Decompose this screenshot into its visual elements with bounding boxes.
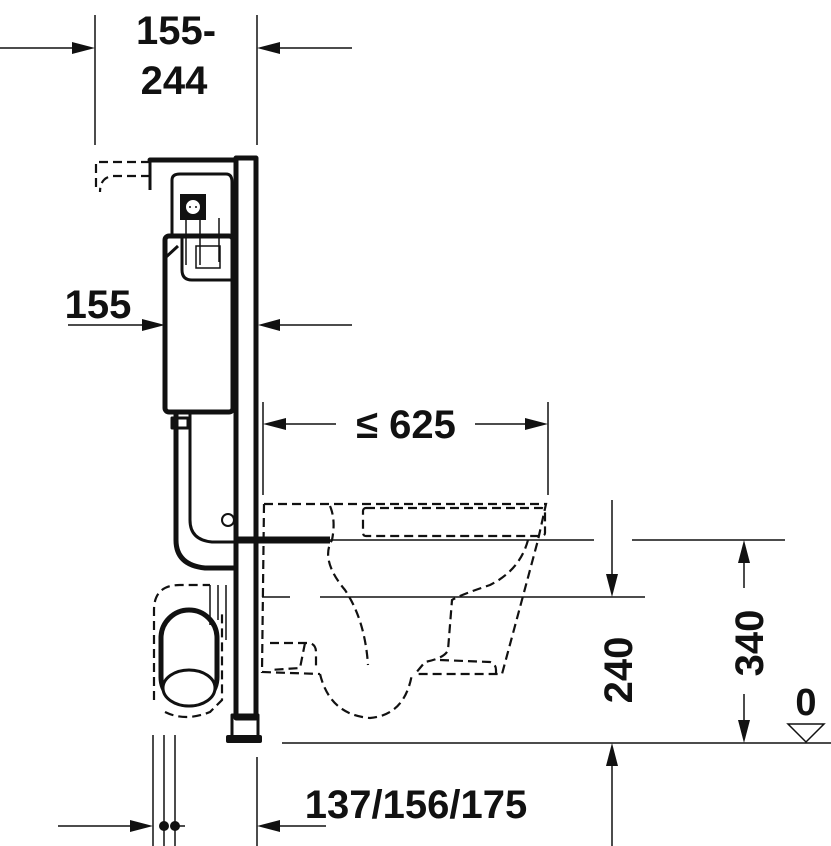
wc-bowl-outline	[260, 502, 548, 720]
dimension-frame-offset: 137/156/175	[58, 735, 527, 846]
installation-frame	[94, 155, 330, 743]
dim-label-top-line2: 244	[141, 59, 208, 103]
dim-label-seat-height: 340	[728, 610, 772, 677]
dim-label-frame-offset: 137/156/175	[305, 783, 527, 827]
dim-label-projection: ≤ 625	[356, 403, 456, 447]
floor-level-label: 0	[795, 682, 816, 724]
dim-label-tank-depth: 155	[65, 283, 132, 327]
dim-label-top-line1: 155-	[136, 9, 216, 53]
dimension-projection: ≤ 625	[262, 402, 549, 495]
dimension-top-width: 155- 244	[0, 9, 352, 145]
dim-label-outlet-height: 240	[597, 637, 641, 704]
triangle-down-icon	[786, 723, 826, 744]
dimension-tank-depth: 155	[65, 283, 352, 331]
dimension-heights: 240 340 0	[260, 500, 831, 846]
